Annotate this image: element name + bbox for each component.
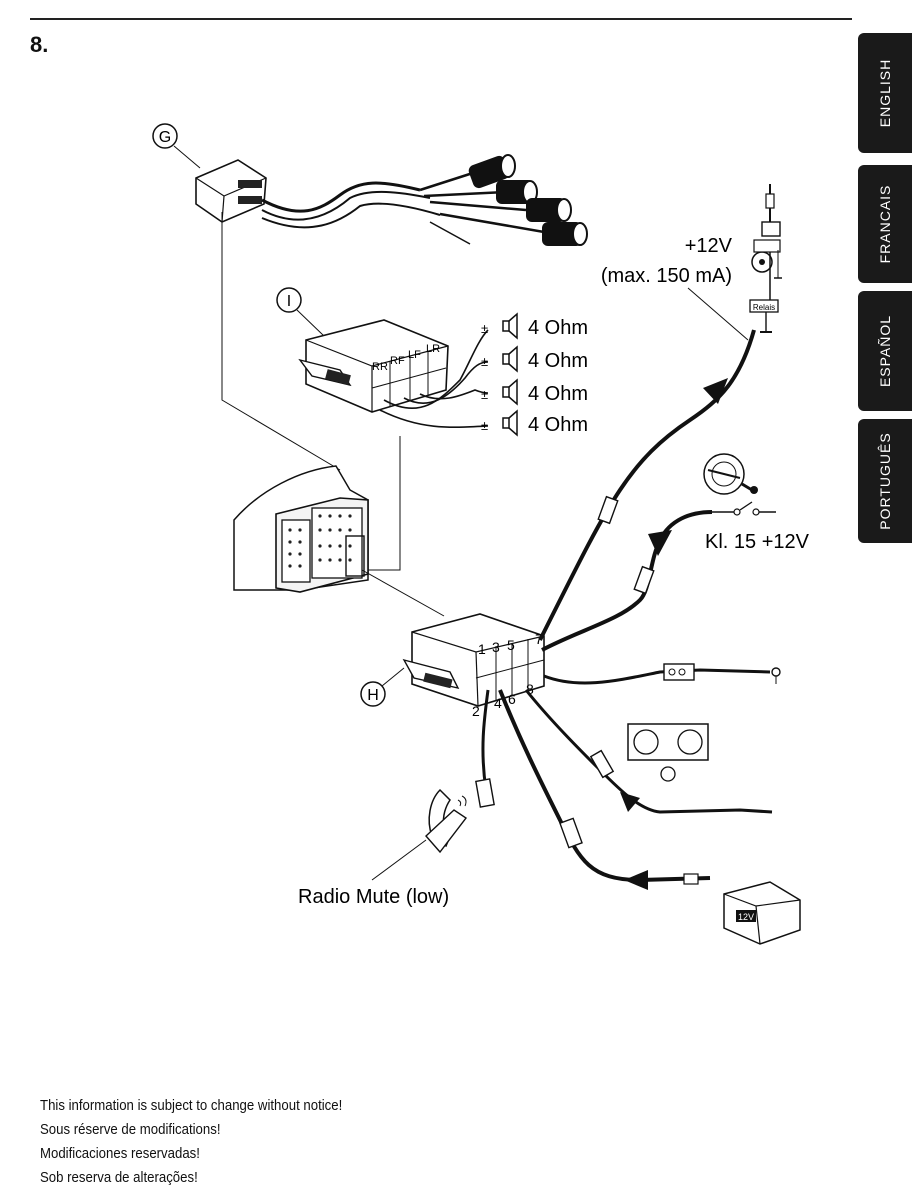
- speaker-impedance-2: 4 Ohm: [528, 350, 588, 372]
- ignition-label: Kl. 15 +12V: [705, 531, 810, 553]
- speaker-icon: ±: [481, 378, 518, 406]
- tab-portugues[interactable]: PORTUGUÊS: [858, 419, 912, 543]
- antenna-voltage: +12V: [685, 235, 733, 257]
- antenna-wire: [538, 329, 756, 641]
- rca-cable-assembly: G: [152, 123, 588, 246]
- speaker-connector: I RR RF LF LR: [276, 287, 489, 428]
- callout-h-leader: [381, 667, 405, 687]
- pin-5: 5: [507, 637, 515, 653]
- rca-plug-4: [542, 222, 588, 246]
- svg-text:±: ±: [481, 354, 488, 369]
- callout-i: I: [287, 293, 291, 310]
- pin-1: 1: [478, 641, 486, 657]
- rca-plug-1: [468, 154, 516, 189]
- ignition-switch: Kl. 15 +12V: [703, 453, 810, 553]
- footer-line-pt: Sob reserva de alterações!: [40, 1169, 198, 1186]
- section-number: 8.: [30, 32, 49, 57]
- head-unit-rear: [233, 465, 445, 617]
- channel-lf: LF: [408, 349, 421, 361]
- antenna-current: (max. 150 mA): [601, 265, 732, 287]
- tab-espanol[interactable]: ESPAÑOL: [858, 291, 912, 411]
- channel-rr: RR: [372, 361, 388, 373]
- speaker-impedance-1: 4 Ohm: [528, 317, 588, 339]
- callout-h: H: [367, 687, 379, 704]
- tab-english[interactable]: ENGLISH: [858, 33, 912, 153]
- svg-text:±: ±: [481, 321, 488, 336]
- speaker-impedance-3: 4 Ohm: [528, 383, 588, 405]
- speaker-icon: ±: [481, 345, 518, 373]
- channel-lr: LR: [426, 343, 440, 355]
- fuse-holder: [597, 495, 619, 525]
- speaker-list: ± 4 Ohm ± 4 Ohm ± 4 Ohm ± 4 Ohm: [481, 312, 588, 437]
- fuse-holder: [633, 565, 655, 595]
- pin-4: 4: [494, 695, 502, 711]
- callout-i-leader: [296, 309, 325, 337]
- callout-i-circle: [276, 287, 302, 313]
- phone-icon: [425, 788, 468, 854]
- callout-h-circle: [360, 681, 386, 707]
- ground-wire: [543, 668, 771, 685]
- relay-label: Relais: [753, 303, 775, 312]
- rca-plug-3: [526, 198, 572, 222]
- speaker-icon: ±: [481, 409, 518, 437]
- speaker-icon: ±: [481, 312, 518, 340]
- battery-label: 12V: [738, 912, 754, 922]
- battery-wire: [498, 689, 711, 883]
- pin-3: 3: [492, 639, 500, 655]
- channel-rf: RF: [390, 355, 405, 367]
- callout-g-circle: [152, 123, 178, 149]
- pin-6: 6: [508, 691, 516, 707]
- iso-connector: H 1 2 3 4 5 6 7 8: [360, 613, 545, 719]
- header-rule: [30, 18, 852, 20]
- mute-label: Radio Mute (low): [298, 886, 449, 908]
- rca-plug-housing: [195, 159, 267, 223]
- power-antenna: Relais +12V (max. 150 mA): [601, 184, 782, 341]
- footer-line-en: This information is subject to change wi…: [40, 1097, 343, 1114]
- speaker-impedance-4: 4 Ohm: [528, 414, 588, 436]
- footer-notice: This information is subject to change wi…: [40, 1094, 342, 1190]
- svg-text:±: ±: [481, 418, 488, 433]
- battery-icon: 12V: [683, 873, 801, 945]
- tab-francais[interactable]: FRANCAIS: [858, 165, 912, 283]
- mute-wire: [481, 689, 490, 791]
- callout-g-leader: [173, 145, 201, 169]
- footer-line-fr: Sous réserve de modifications!: [40, 1121, 221, 1138]
- dashboard-illumination: [627, 723, 709, 782]
- footer-line-es: Modificaciones reservadas!: [40, 1145, 200, 1162]
- relay-box: [749, 299, 779, 313]
- pin-2: 2: [472, 703, 480, 719]
- svg-text:±: ±: [481, 387, 488, 402]
- callout-g: G: [159, 129, 171, 146]
- pin-8: 8: [526, 681, 534, 697]
